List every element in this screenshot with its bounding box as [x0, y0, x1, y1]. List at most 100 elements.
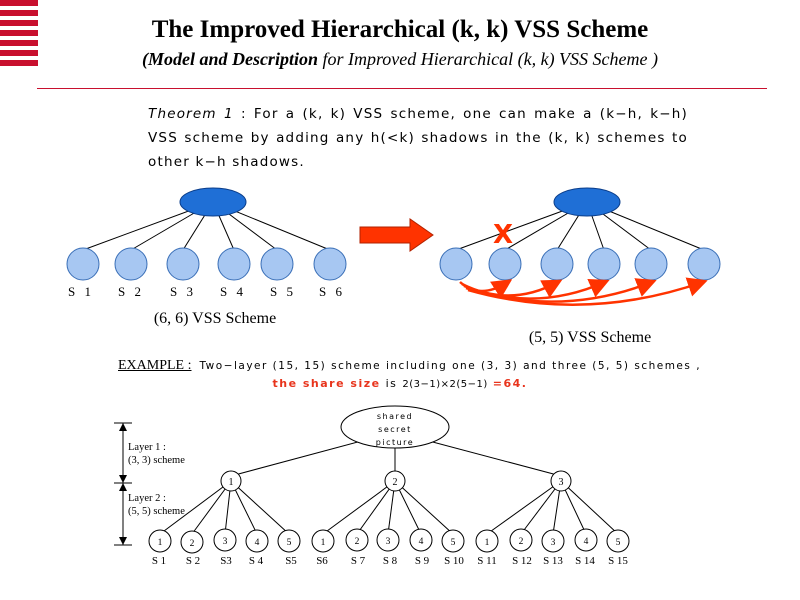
example-body: Two−layer (15, 15) scheme including one … [199, 360, 702, 372]
theorem-text: Theorem 1 : For a (k, k) VSS scheme, one… [148, 102, 688, 174]
leaf-node [441, 529, 465, 553]
share-size-is: is [380, 377, 403, 390]
leaf-label: S 7 [351, 555, 366, 567]
right-caption: (5, 5) VSS Scheme [529, 329, 651, 346]
left-caption: (6, 6) VSS Scheme [154, 310, 276, 327]
leaf-label: S5 [285, 555, 297, 567]
leaf-number: 4 [584, 537, 589, 547]
leaf-number: 5 [287, 538, 292, 548]
right-share-node [587, 247, 621, 281]
leaf-label: S 13 [543, 555, 563, 567]
leaf-number: 1 [485, 538, 490, 548]
left-share-node [217, 247, 251, 281]
left-share-label: S 2 [118, 284, 144, 299]
share-size-result: =64. [492, 377, 528, 390]
right-share-node [540, 247, 574, 281]
leaf-node [509, 528, 533, 552]
left-share-node [66, 247, 100, 281]
leaf-node [345, 528, 369, 552]
leaf-number: 3 [551, 538, 556, 548]
two-layer-tree: shared secret picture 1 2 3 [114, 405, 630, 567]
leaf-label: S3 [220, 555, 232, 567]
leaf-nodes [148, 528, 630, 554]
divider [37, 88, 767, 89]
subtitle-bold: (Model and Description [141, 49, 318, 69]
page-title: The Improved Hierarchical (k, k) VSS Sch… [151, 16, 649, 43]
theorem-body: : For a (k, k) VSS scheme, one can make … [148, 106, 688, 170]
leaf-node [180, 530, 204, 554]
left-diagram: S 1 S 2 S 3 S 4 S 5 S 6 (6, 6) VSS Schem… [66, 187, 347, 327]
leaf-label: S 1 [152, 555, 166, 567]
leaf-number: 5 [451, 538, 456, 548]
left-share-node [166, 247, 200, 281]
leaf-label: S 10 [444, 555, 464, 567]
mid-node-label: 1 [229, 477, 234, 488]
secret-root-node [340, 405, 450, 449]
left-share-node [114, 247, 148, 281]
leaf-label: S 4 [249, 555, 264, 567]
merge-arrows [459, 277, 708, 306]
left-share-node [260, 247, 294, 281]
leaf-number: 2 [190, 539, 195, 549]
left-share-nodes [66, 247, 347, 281]
leaf-node [376, 528, 400, 552]
mid-node [550, 470, 572, 492]
leaf-node [475, 529, 499, 553]
bracket-arrow-icon [119, 475, 127, 483]
right-share-node [488, 247, 522, 281]
leaf-node [541, 529, 565, 553]
root-line: picture [376, 438, 414, 447]
bracket-arrow-icon [119, 537, 127, 545]
example-text: EXAMPLE : Two−layer (15, 15) scheme inclu… [118, 358, 758, 374]
left-root-node [179, 187, 247, 217]
leaf-node [409, 528, 433, 552]
leaf-node [213, 528, 237, 552]
leaf-label: S 11 [477, 555, 496, 567]
leaf-node [277, 529, 301, 553]
example-label: EXAMPLE : [118, 358, 192, 373]
logo-stripes [0, 0, 38, 72]
bracket-arrow-icon [119, 423, 127, 431]
root-line: shared [377, 412, 413, 421]
leaf-label: S6 [316, 555, 328, 567]
left-share-label: S 6 [319, 284, 345, 299]
leaf-label: S 2 [186, 555, 200, 567]
left-share-label: S 1 [68, 284, 94, 299]
leaf-label: S 14 [575, 555, 595, 567]
right-root-node [553, 187, 621, 217]
share-size-prefix: the share size [272, 377, 381, 390]
mid-node [220, 470, 242, 492]
leaf-node [606, 529, 630, 553]
leaf-number: 2 [519, 537, 524, 547]
share-size-formula: 2(3−1)×2(5−1) [402, 379, 488, 390]
left-share-node [313, 247, 347, 281]
leaf-node [245, 529, 269, 553]
leaf-node [574, 528, 598, 552]
cross-mark-icon: X [493, 220, 513, 250]
leaf-number: 1 [321, 538, 326, 548]
right-share-node [634, 247, 668, 281]
layer1-label: Layer 1 : [128, 442, 166, 453]
leaf-number: 3 [386, 537, 391, 547]
leaf-label: S 8 [383, 555, 398, 567]
right-share-node [687, 247, 721, 281]
leaf-label: S 15 [608, 555, 628, 567]
leaf-number: 4 [255, 538, 260, 548]
page-subtitle: (Model and Description for Improved Hier… [0, 49, 800, 70]
leaf-label: S 9 [415, 555, 430, 567]
left-share-label: S 4 [220, 284, 246, 299]
mid-node-label: 3 [559, 477, 564, 488]
leaf-node [311, 529, 335, 553]
mid-nodes: 1 2 3 [220, 470, 572, 492]
left-share-label: S 5 [270, 284, 296, 299]
theorem-label: Theorem 1 [148, 106, 234, 122]
mid-node [384, 470, 406, 492]
layer1-label: (3, 3) scheme [128, 455, 185, 466]
right-share-nodes [439, 247, 721, 281]
subtitle-rest: for Improved Hierarchical (k, k) VSS Sch… [317, 49, 659, 69]
leaf-number: 5 [616, 538, 621, 548]
layer2-label: Layer 2 : [128, 493, 166, 504]
mid-node-label: 2 [393, 477, 398, 488]
leaf-number: 4 [419, 537, 424, 547]
